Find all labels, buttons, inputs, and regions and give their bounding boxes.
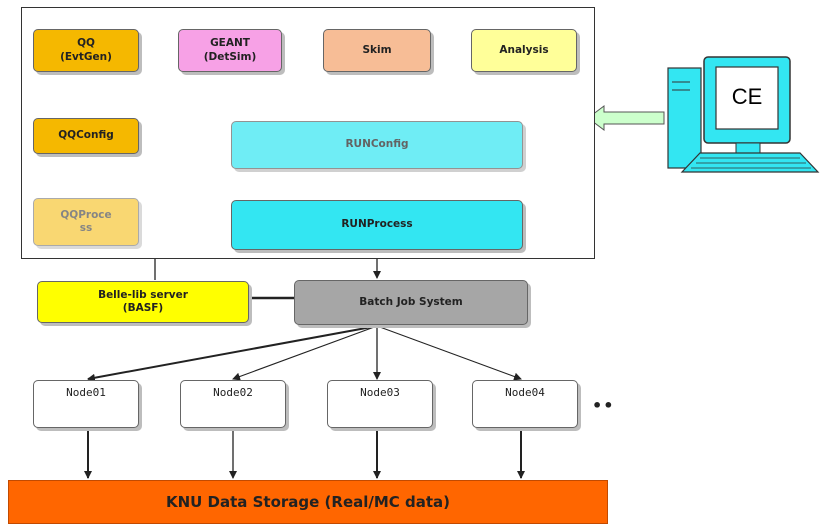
- analysis-box: Analysis: [471, 29, 577, 72]
- node-box: Node02: [180, 380, 286, 428]
- more-nodes-indicator: ••: [592, 396, 615, 415]
- ce-input-arrow: [587, 105, 665, 131]
- arrow-batch-to-node04: [376, 325, 522, 381]
- node-box: Node01: [33, 380, 139, 428]
- skim-box: Skim: [323, 29, 431, 72]
- belle-lib-server-box: Belle-lib server (BASF): [37, 281, 249, 323]
- ce-label: CE: [731, 84, 763, 109]
- node-box: Node04: [472, 380, 578, 428]
- batch-job-system-box: Batch Job System: [294, 280, 528, 325]
- qqconfig-box: QQConfig: [33, 118, 139, 154]
- arrow-batch-to-node02: [232, 325, 378, 381]
- knu-data-storage: KNU Data Storage (Real/MC data): [8, 480, 608, 524]
- runconfig-box: RUNConfig: [231, 121, 523, 169]
- runprocess-box: RUNProcess: [231, 200, 523, 250]
- qqprocess-box: QQProce ss: [33, 198, 139, 246]
- computer-icon: [667, 56, 820, 173]
- qq-evtgen-box: QQ (EvtGen): [33, 29, 139, 72]
- node-box: Node03: [327, 380, 433, 428]
- arrow-batch-to-node01: [87, 325, 378, 382]
- geant-detsim-box: GEANT (DetSim): [178, 29, 282, 72]
